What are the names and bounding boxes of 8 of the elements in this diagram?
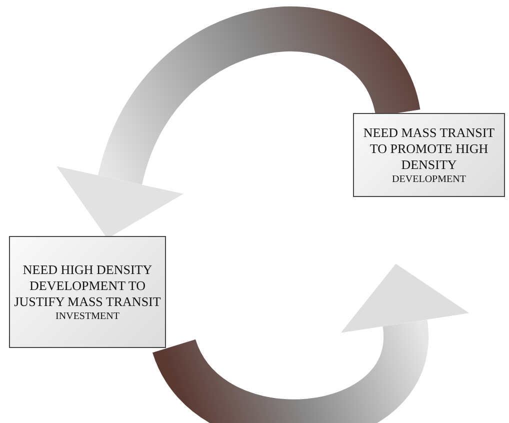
text-box: [9, 236, 166, 348]
box-text: NEED HIGH DENSITY DEVELOPMENT TO JUSTIFY MASS TRANSIT: [14, 262, 161, 310]
text-box: [353, 113, 505, 197]
box-text: NEED MASS TRANSIT TO PROMOTE HIGH DENSITY: [362, 124, 496, 172]
box-text: DEVELOPMENT: [391, 172, 467, 186]
curved-arrow: [154, 263, 470, 423]
curved-arrow: [58, 6, 420, 238]
box-text: INVESTMENT: [54, 310, 120, 322]
